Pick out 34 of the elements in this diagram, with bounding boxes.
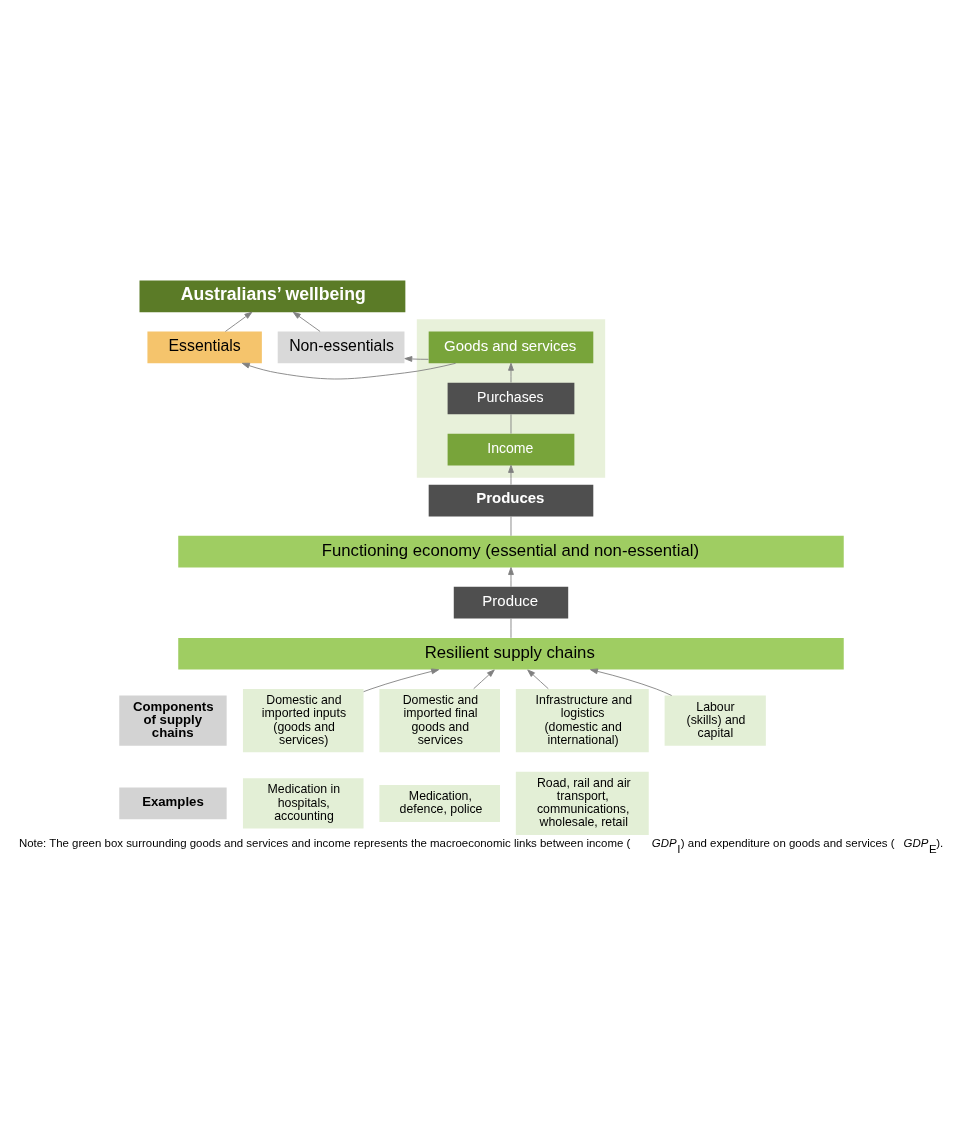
arrow	[473, 669, 495, 690]
arrow	[508, 567, 514, 588]
arrow	[527, 669, 549, 690]
node-box: Domestic and imported final goods and services	[379, 689, 500, 753]
node-box: Medication in hospitals, accounting	[242, 778, 364, 829]
connector	[510, 618, 512, 639]
arrow	[363, 668, 440, 693]
arrow	[292, 311, 321, 332]
node-box: Functioning economy (essential and non-essential)	[178, 535, 844, 568]
arrow	[508, 362, 514, 383]
node-box: Goods and services	[428, 331, 594, 364]
node-box: Labour (skills) and capital	[664, 695, 766, 746]
node-box: Non-essentials	[277, 331, 405, 364]
node-box: Medication, defence, police	[379, 784, 500, 822]
node-box: Examples	[119, 787, 227, 820]
node-box: Produce	[453, 586, 569, 619]
node-box: Essentials	[147, 331, 262, 364]
node-box: Road, rail and air transport, communications, wholesale, retail	[515, 771, 649, 836]
arrow	[224, 311, 253, 332]
arrow	[241, 362, 457, 380]
node-box: Purchases	[447, 382, 575, 415]
cluster	[416, 319, 606, 478]
node-box: Produces	[428, 484, 594, 517]
arrow	[508, 464, 514, 486]
node-box: Components of supply chains	[119, 695, 227, 746]
arrow	[404, 356, 429, 362]
arrow	[590, 668, 673, 696]
node-box: Infrastructure and logistics (domestic and international)	[515, 689, 649, 753]
node-box: Domestic and imported inputs (goods and services)	[242, 689, 364, 753]
node-box: Resilient supply chains	[178, 637, 844, 670]
node-box: Income	[447, 433, 575, 466]
node-box: Australians’ wellbeing	[139, 280, 406, 313]
connector	[510, 516, 512, 537]
connector	[510, 413, 512, 435]
